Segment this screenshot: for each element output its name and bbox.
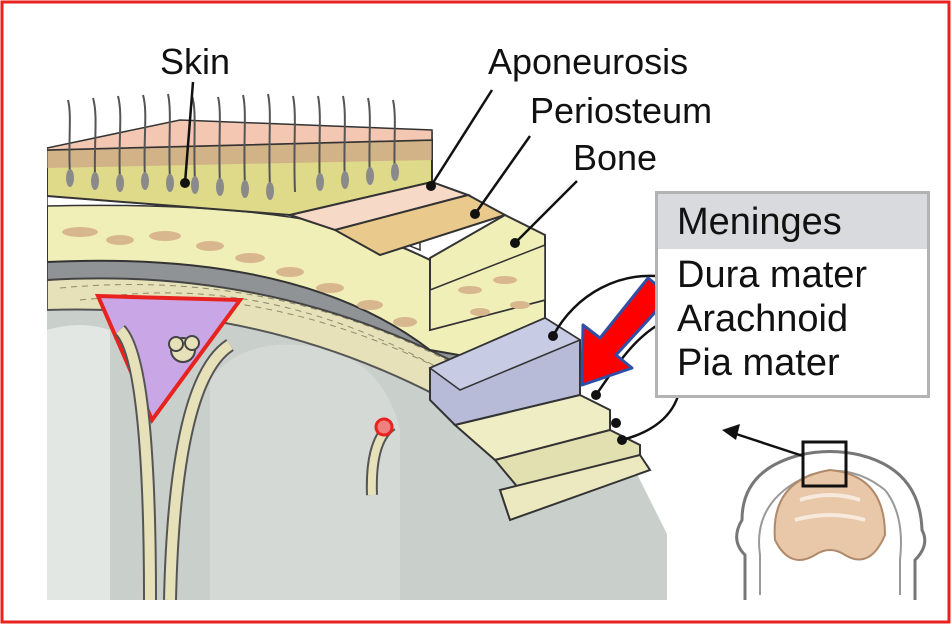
head-cross-section-icon [722,424,925,600]
vessel-marker [376,419,392,435]
periosteum-label: Periosteum [530,93,712,129]
arachnoid-label: Arachnoid [677,300,848,338]
aponeurosis-label: Aponeurosis [488,44,688,80]
bone-label: Bone [573,140,657,176]
dura-mater-label: Dura mater [677,256,867,294]
pia-mater-label: Pia mater [677,344,840,382]
bone-leader [515,181,577,243]
meninges-title: Meninges [677,203,842,241]
periosteum-leader [475,136,530,214]
aponeurosis-leader [431,90,492,186]
skin-label: Skin [160,44,230,80]
